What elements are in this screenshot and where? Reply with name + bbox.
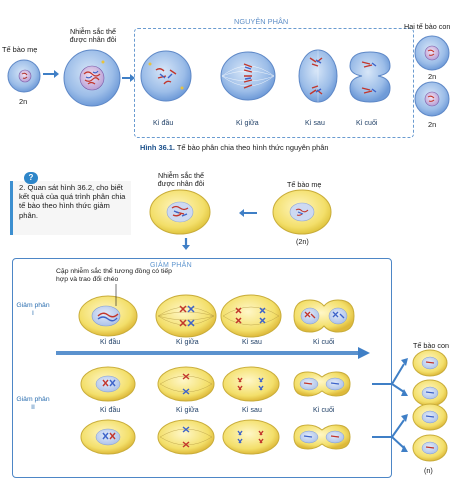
figure-caption: Hình 36.1. Tế bào phân chia theo hình th… [140, 143, 329, 152]
meiosis-duplicated-label: Nhiễm sắc thể được nhân đôi [157, 171, 205, 188]
meiosis2-stage-metaphase: Kì giữa [176, 407, 199, 414]
daughter-cells-label: Hai tế bào con [404, 22, 451, 31]
mitosis-box [134, 28, 414, 138]
meiosis-mother-cell [272, 189, 332, 235]
mitosis-anaphase-cell [298, 49, 338, 103]
synapsis-note: Cặp nhiễm sắc thể tương đồng có tiếp hợp… [56, 268, 172, 283]
mitosis-telophase-cell [349, 51, 391, 103]
daughter-cell-top [414, 35, 450, 71]
meiosis1-anaphase-cell [220, 294, 282, 338]
meiosis2-stage-prophase: Kì đầu [100, 407, 121, 414]
meiosis-box-title: GIẢM PHÂN [150, 262, 192, 269]
meiosis2-stage-anaphase: Kì sau [242, 407, 262, 414]
mitosis-stage-anaphase: Kì sau [305, 120, 325, 127]
mitosis-prophase-cell [140, 50, 192, 102]
mother-cell [7, 59, 41, 93]
meiosis2b-telophase-cell [293, 424, 351, 450]
branch-arrow-a [372, 363, 405, 393]
meiosis2a-telophase-cell [293, 371, 351, 397]
question-badge-icon: ? [24, 172, 38, 184]
meiosis2a-metaphase-cell [157, 366, 215, 402]
meiosis1-telophase-cell [293, 299, 355, 333]
duplicated-chromosome-label: Nhiễm sắc thể được nhân đôi [69, 27, 117, 44]
mitosis-diagram [7, 35, 450, 117]
meiosis2a-prophase-cell [80, 366, 136, 402]
meiosis-daughter-cell-4 [412, 434, 448, 462]
meiosis-box [12, 258, 392, 478]
mitosis-box-title: NGUYÊN PHÂN [234, 17, 289, 26]
mitosis-stage-metaphase: Kì giữa [236, 120, 259, 127]
mitosis-stage-prophase: Kì đầu [153, 120, 174, 127]
meiosis2b-metaphase-cell [157, 419, 215, 455]
meiosis-phase2-label: Giảm phân II [16, 396, 50, 411]
meiosis-daughter-ploidy: (n) [424, 466, 433, 475]
question-text: 2. Quan sát hình 36.2, cho biết kết quả … [19, 183, 126, 220]
mitosis-stage-telophase: Kì cuối [356, 120, 378, 127]
meiosis-daughter-cell-3 [412, 403, 448, 431]
branch-arrow-b [372, 419, 405, 449]
meiosis2b-prophase-cell [80, 419, 136, 455]
meiosis-intro-cells [149, 189, 332, 250]
meiosis1-stage-prophase: Kì đầu [100, 339, 121, 346]
figure-caption-text: Tế bào phân chia theo hình thức nguyên p… [176, 143, 329, 152]
meiosis2b-anaphase-cell [222, 419, 280, 455]
daughter-ploidy-top: 2n [428, 72, 437, 81]
daughter-ploidy-bottom: 2n [428, 120, 437, 129]
meiosis-daughter-cell-1 [412, 349, 448, 377]
meiosis-duplicated-cell [149, 189, 211, 235]
meiosis-phase1-label: Giảm phân I [16, 302, 50, 317]
meiosis1-stage-metaphase: Kì giữa [176, 339, 199, 346]
meiosis2-stage-telophase: Kì cuối [313, 407, 335, 414]
mother-cell-label: Tế bào mẹ [2, 45, 38, 54]
mother-cell-ploidy: 2n [19, 97, 28, 106]
meiosis-mother-ploidy: (2n) [296, 237, 309, 246]
meiosis-mother-label: Tế bào mẹ [287, 180, 322, 189]
question-box: 2. Quan sát hình 36.2, cho biết kết quả … [10, 181, 131, 235]
meiosis1-prophase-cell [78, 295, 138, 337]
figure-caption-number: Hình 36.1. [140, 143, 175, 152]
daughter-cell-bottom [414, 81, 450, 117]
duplicated-cell [63, 49, 121, 107]
meiosis-diagram [56, 284, 448, 462]
meiosis-daughter-cell-2 [412, 379, 448, 407]
meiosis1-metaphase-cell [155, 294, 217, 338]
meiosis-daughters-label: Tế bào con [413, 341, 449, 350]
meiosis1-stage-telophase: Kì cuối [313, 339, 335, 346]
meiosis2a-anaphase-cell [222, 366, 280, 402]
meiosis1-stage-anaphase: Kì sau [242, 339, 262, 346]
mitosis-metaphase-cell [220, 51, 276, 101]
